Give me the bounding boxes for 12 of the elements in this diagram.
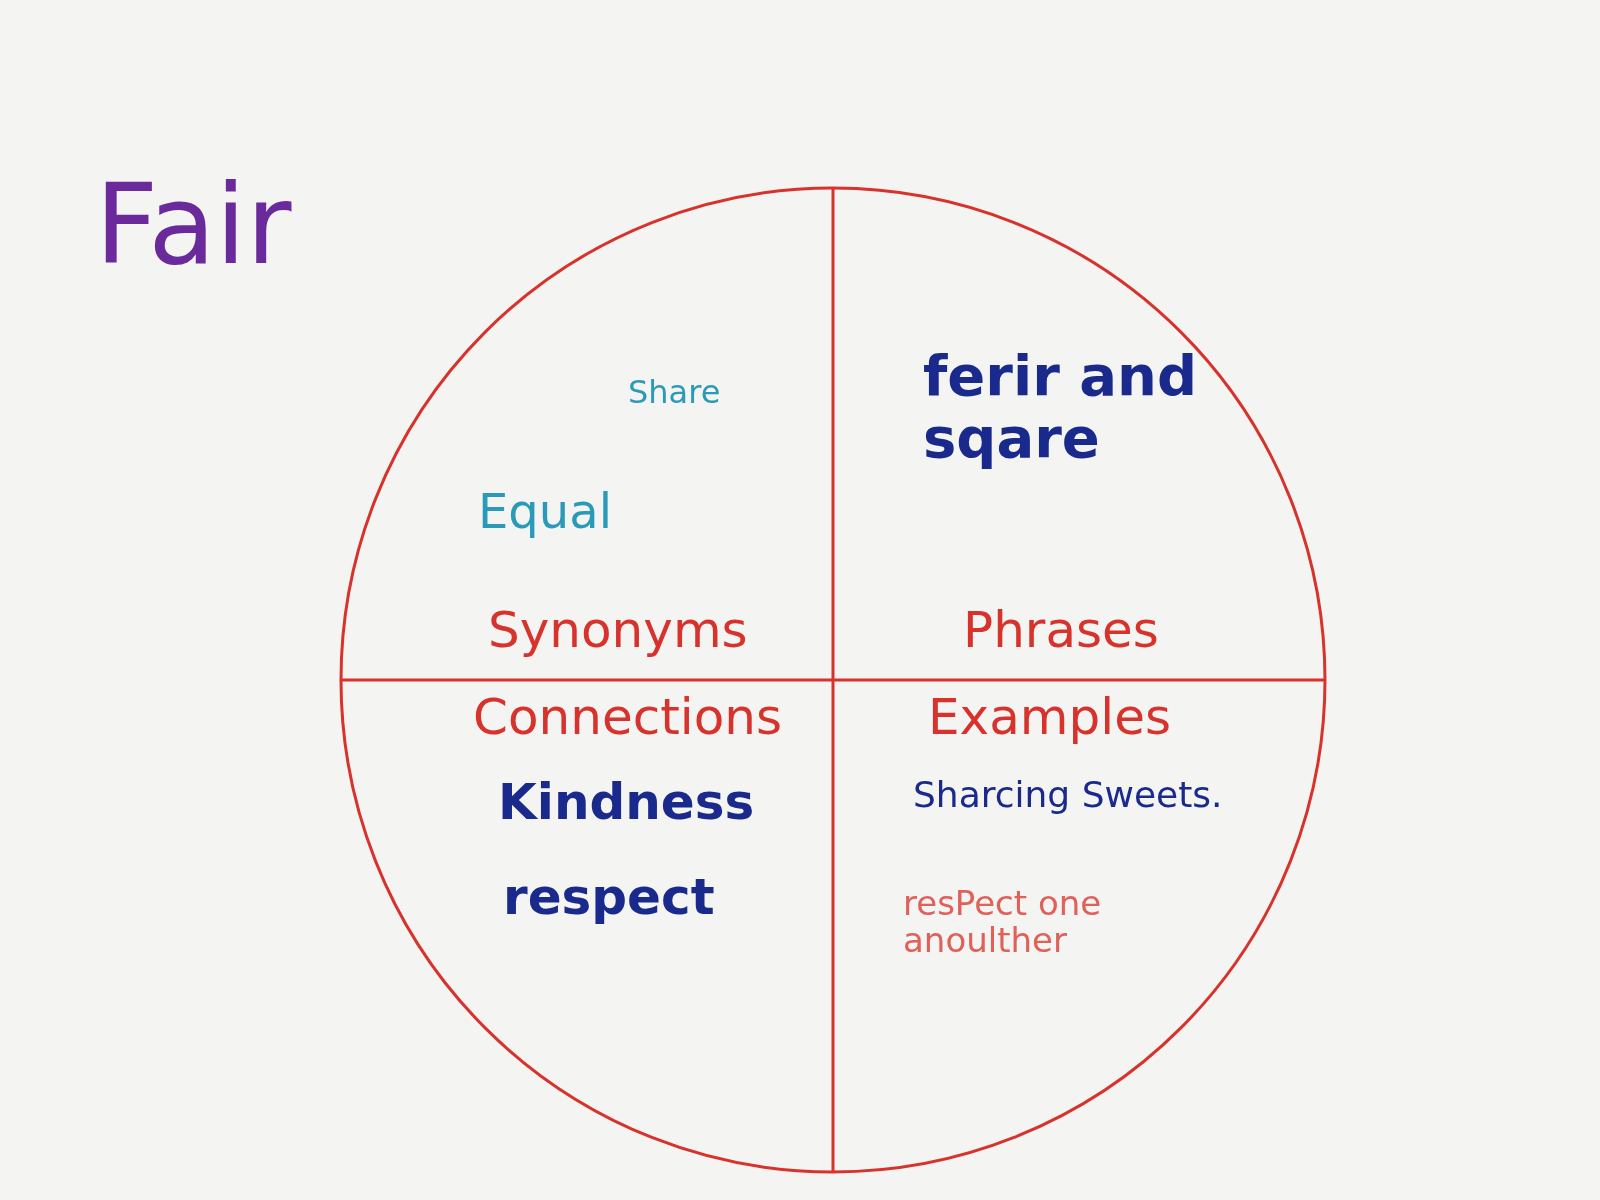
phrase: Sharcing Sweets.: [913, 775, 1223, 815]
word: Kindness: [498, 775, 755, 830]
phrase: ferir and sqare: [923, 345, 1198, 469]
quadrant-heading: Connections: [473, 690, 782, 745]
word: Equal: [478, 485, 612, 538]
word: respect: [503, 870, 715, 925]
title: Fair: [95, 165, 292, 286]
phrase: resPect one anoulther: [903, 885, 1103, 960]
quadrant-heading: Synonyms: [488, 603, 748, 658]
quadrant-heading: Examples: [928, 690, 1171, 745]
word: Share: [628, 375, 721, 411]
quadrant-heading: Phrases: [963, 603, 1159, 658]
